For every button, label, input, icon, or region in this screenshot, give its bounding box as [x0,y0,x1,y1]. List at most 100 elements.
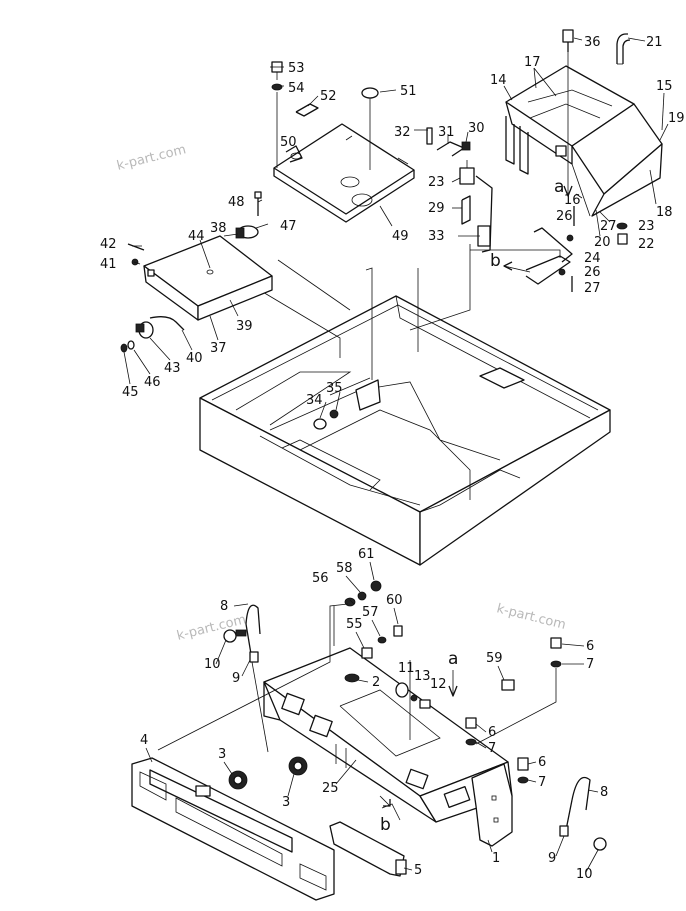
callout-6-mid: 6 [488,725,496,740]
handle-left-8 [223,604,261,663]
callout-14: 14 [490,73,507,88]
ref-b-bottom: b [380,815,391,835]
callout-31: 31 [438,125,455,140]
callout-26-bottom: 26 [584,265,601,280]
parts-34-35 [313,409,339,430]
ref-a-top: a [554,177,564,197]
callout-23-top: 23 [428,175,445,190]
callout-33: 33 [428,229,445,244]
lower-assembly-lines [157,603,557,821]
clip-52 [295,103,319,117]
bolts-6-7 [465,637,562,784]
callout-7-right: 7 [538,775,546,790]
callout-26-top: 26 [556,209,573,224]
bolt-53 [271,61,283,168]
callout-12: 12 [430,677,447,692]
callout-22: 22 [638,237,655,252]
callout-19: 19 [668,111,685,126]
watermark-middle-left: k-part.com [175,612,247,644]
callout-6-right: 6 [538,755,546,770]
callout-17: 17 [524,55,541,70]
callout-27-bottom: 27 [584,281,601,296]
callout-52: 52 [320,89,337,104]
callout-39: 39 [236,319,253,334]
ref-a-bottom: a [448,649,458,669]
callout-41: 41 [100,257,117,272]
callout-49: 49 [392,229,409,244]
watermark-top-left: k-part.com [115,142,187,174]
callout-55: 55 [346,617,363,632]
callout-16: 16 [564,193,581,208]
fasteners-22-23 [616,222,628,245]
callout-leaders [123,37,669,419]
callout-43: 43 [164,361,181,376]
callout-48: 48 [228,195,245,210]
callout-8-left: 8 [220,599,228,614]
callout-numbers: 53 54 52 51 50 49 32 31 30 23 29 33 36 2… [100,35,685,882]
grommets-3 [228,756,308,790]
callout-7-top: 7 [586,657,594,672]
callout-11: 11 [398,661,415,676]
callout-20: 20 [594,235,611,250]
callout-60: 60 [386,593,403,608]
callout-24: 24 [584,251,601,266]
bracket-38 [235,191,262,239]
handle-right-8 [559,776,607,851]
pipe-21 [616,33,631,65]
callout-59: 59 [486,651,503,666]
callout-7-mid: 7 [488,741,496,756]
callout-57: 57 [362,605,379,620]
pins-41-42 [127,243,145,266]
callout-53: 53 [288,61,305,76]
callout-61: 61 [358,547,375,562]
cap-51 [361,87,379,170]
knob-43 [135,321,154,339]
callout-25: 25 [322,781,339,796]
callout-10-left: 10 [204,657,221,672]
floor-frame [199,295,611,566]
callout-2: 2 [372,675,380,690]
callout-4: 4 [140,733,148,748]
callout-54: 54 [288,81,305,96]
grille-4 [131,757,335,901]
lower-callout-leaders [145,561,599,873]
arrow-a-top [563,185,573,197]
callout-35: 35 [326,381,343,396]
dash-panel-1 [263,647,513,847]
callout-23-right: 23 [638,219,655,234]
callout-58: 58 [336,561,353,576]
callout-8-right: 8 [600,785,608,800]
bar-5 [329,821,407,877]
hose-40 [149,316,185,331]
callout-38: 38 [210,221,227,236]
callout-36: 36 [584,35,601,50]
parts-11-13 [395,682,431,709]
callout-21: 21 [646,35,663,50]
callout-29: 29 [428,201,445,216]
callout-47: 47 [280,219,297,234]
callout-3-left: 3 [218,747,226,762]
brackets-23-29-33 [459,160,493,253]
leader-b-line [503,265,531,273]
callout-37: 37 [210,341,227,356]
box-37 [143,235,273,321]
assembly-lines [235,244,561,380]
callout-9-left: 9 [232,671,240,686]
link-24 [525,206,575,292]
callout-40: 40 [186,351,203,366]
nuts-45-46 [120,340,135,353]
callout-32: 32 [394,125,411,140]
callout-18: 18 [656,205,673,220]
callout-30: 30 [468,121,485,136]
callout-5: 5 [414,863,422,878]
ref-b-top: b [490,251,501,271]
callout-6-top: 6 [586,639,594,654]
watermark-middle-right: k-part.com [495,601,567,633]
callout-51: 51 [400,84,417,99]
callout-45: 45 [122,385,139,400]
callout-13: 13 [414,669,431,684]
callout-56: 56 [312,571,329,586]
callout-44: 44 [188,229,205,244]
callout-34: 34 [306,393,323,408]
